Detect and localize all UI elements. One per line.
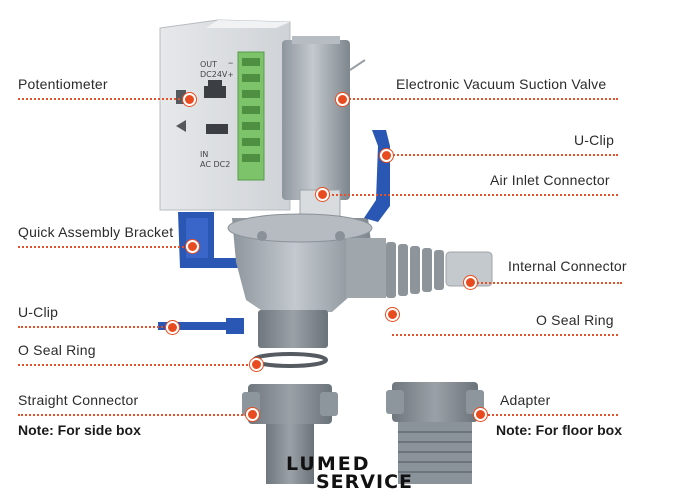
dot-u-clip-left	[166, 321, 179, 334]
leader-o-seal-right	[392, 334, 618, 336]
dot-internal-connector	[464, 276, 477, 289]
o-seal-ring-art	[252, 352, 328, 368]
panel-in-text: IN	[200, 150, 209, 159]
adapter-art	[386, 382, 484, 484]
dot-straight-connector	[246, 408, 259, 421]
dot-air-inlet	[316, 188, 329, 201]
label-o-seal-left: O Seal Ring	[18, 342, 96, 358]
note-side-box: Note: For side box	[18, 422, 141, 438]
dot-adapter	[474, 408, 487, 421]
side-outlet-art	[346, 238, 493, 298]
leader-straight-connector	[18, 414, 250, 416]
leader-internal-connector	[470, 282, 622, 284]
leader-u-clip-left	[18, 326, 170, 328]
label-u-clip-top: U-Clip	[574, 132, 615, 148]
dot-bracket	[186, 240, 199, 253]
lumed-service-logo: LUMED SERVICE	[286, 453, 413, 493]
panel-minus-text: −	[228, 58, 234, 68]
vacuum-valve-cylinder-art	[282, 36, 366, 200]
straight-connector-art	[242, 384, 338, 484]
u-clip-left-art	[158, 322, 244, 330]
u-clip-top-art	[364, 130, 390, 222]
dot-u-clip-top	[380, 149, 393, 162]
label-bracket: Quick Assembly Bracket	[18, 224, 174, 240]
valve-body-art	[227, 213, 373, 312]
logo-line-2: SERVICE	[316, 471, 413, 493]
label-potentiometer: Potentiometer	[18, 76, 108, 92]
panel-plus-text: +	[228, 70, 234, 80]
dot-o-seal-left	[250, 358, 263, 371]
leader-bracket	[18, 246, 192, 248]
label-internal-connector: Internal Connector	[508, 258, 627, 274]
panel-dc24v-text: DC24V	[200, 70, 228, 79]
label-o-seal-right: O Seal Ring	[536, 312, 614, 328]
leader-o-seal-left	[18, 364, 252, 366]
label-adapter: Adapter	[500, 392, 551, 408]
leader-u-clip-top	[386, 154, 618, 156]
label-u-clip-left: U-Clip	[18, 304, 59, 320]
label-vacuum-valve: Electronic Vacuum Suction Valve	[396, 76, 607, 92]
dot-potentiometer	[183, 93, 196, 106]
dot-o-seal-right	[386, 308, 399, 321]
control-box-art	[159, 19, 291, 211]
panel-out-text: OUT	[200, 60, 218, 69]
leader-air-inlet	[324, 194, 618, 196]
leader-adapter	[480, 414, 618, 416]
logo-line-1: LUMED	[286, 453, 371, 475]
label-straight-connector: Straight Connector	[18, 392, 139, 408]
leader-potentiometer	[18, 98, 188, 100]
dot-vacuum-valve	[336, 93, 349, 106]
panel-ac-dc2-text: AC DC2	[200, 160, 231, 169]
note-floor-box: Note: For floor box	[496, 422, 622, 438]
leader-vacuum-valve	[342, 98, 618, 100]
label-air-inlet: Air Inlet Connector	[490, 172, 610, 188]
